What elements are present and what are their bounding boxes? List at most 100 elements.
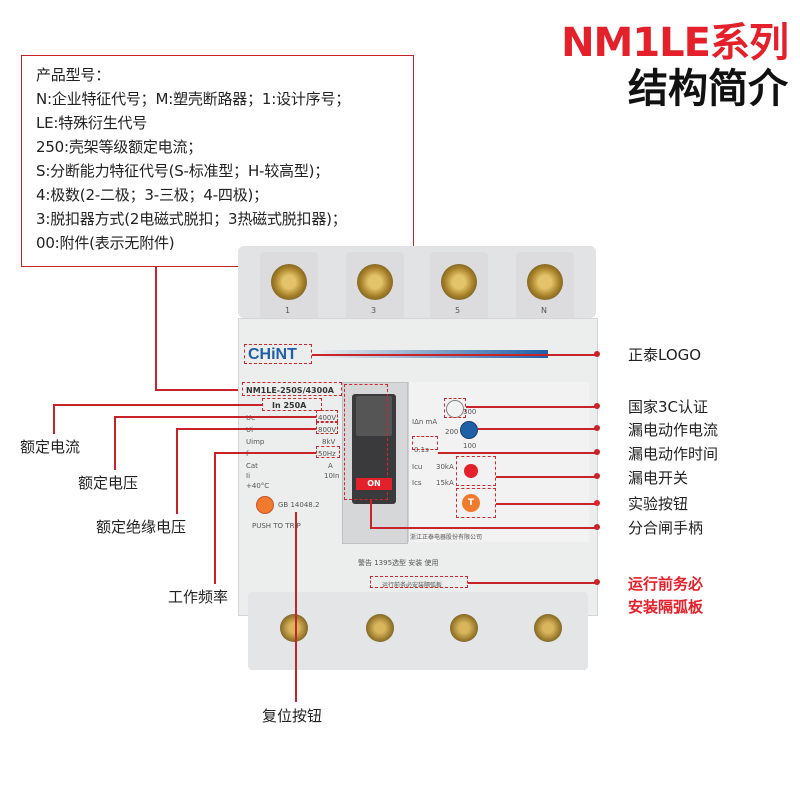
spec-value: 8kV bbox=[322, 438, 336, 446]
rating-highlight bbox=[262, 398, 322, 411]
terminal-screw-icon bbox=[280, 614, 308, 642]
terminal-label: N bbox=[541, 306, 547, 315]
model-connector-line bbox=[155, 266, 157, 390]
arc-barrier-note: 运行前务必安装隔弧板 bbox=[382, 582, 443, 589]
terminal-screw-icon bbox=[366, 614, 394, 642]
callout-line bbox=[496, 476, 596, 478]
callout-line bbox=[214, 452, 216, 584]
spec-label: Cat bbox=[246, 462, 258, 470]
callout-dot bbox=[594, 473, 600, 479]
on-indicator: ON bbox=[356, 478, 392, 490]
icu-label: Icu bbox=[412, 463, 423, 471]
callout-frequency: 工作频率 bbox=[168, 588, 229, 606]
leakage-panel bbox=[408, 382, 589, 542]
model-info-line: 产品型号： bbox=[36, 66, 111, 84]
frequency-highlight bbox=[316, 446, 340, 458]
callout-line bbox=[295, 512, 297, 702]
terminal-screw-icon bbox=[441, 264, 477, 300]
callout-leak-time: 漏电动作时间 bbox=[628, 445, 719, 463]
leak-current-label: IΔn mA bbox=[412, 418, 438, 426]
leak-time-highlight bbox=[412, 436, 438, 450]
callout-insulation-voltage: 额定绝缘电压 bbox=[96, 518, 187, 536]
logo-highlight bbox=[244, 344, 312, 364]
callout-dot bbox=[594, 351, 600, 357]
callout-dot bbox=[594, 524, 600, 530]
spec-value: 50Hz bbox=[318, 450, 336, 458]
spec-label: f bbox=[246, 450, 249, 458]
model-info-line: S:分断能力特征代号(S-标准型；H-较高型)； bbox=[36, 162, 330, 180]
callout-dot bbox=[594, 403, 600, 409]
callout-line bbox=[496, 503, 596, 505]
callout-line bbox=[176, 428, 316, 430]
model-info-line: 4:极数(2-二极；3-三极；4-四极)； bbox=[36, 186, 268, 204]
warning-note: 警告 1395选型 安装 使用 bbox=[358, 559, 439, 567]
callout-rated-current: 额定电流 bbox=[20, 438, 81, 456]
leak-value: 200 bbox=[445, 428, 459, 436]
callout-logo: 正泰LOGO bbox=[628, 346, 702, 364]
model-connector-line bbox=[155, 389, 243, 391]
spec-value: 400V bbox=[318, 414, 337, 422]
callout-3c: 国家3C认证 bbox=[628, 398, 709, 416]
callout-handle: 分合闸手柄 bbox=[628, 519, 704, 537]
terminal-screw-icon bbox=[450, 614, 478, 642]
circuit-breaker: 1 3 5 N CHiNT NM1LE-250S/4300A In 250A U… bbox=[238, 246, 598, 670]
model-highlight bbox=[242, 382, 342, 396]
spec-label: Ui bbox=[246, 426, 254, 434]
chint-logo: CHiNT bbox=[248, 346, 297, 363]
spec-label: +40°C bbox=[246, 482, 270, 490]
spec-label: Ue bbox=[246, 414, 256, 422]
callout-line bbox=[114, 416, 116, 470]
leak-switch-highlight bbox=[456, 456, 496, 486]
handle-highlight bbox=[344, 384, 388, 500]
callout-line bbox=[214, 452, 316, 454]
leak-current-dial[interactable] bbox=[460, 421, 478, 439]
callout-dot bbox=[594, 500, 600, 506]
callout-reset-button: 复位按钮 bbox=[262, 707, 323, 725]
spec-value: A bbox=[328, 462, 333, 470]
callout-test-button: 实验按钮 bbox=[628, 495, 689, 513]
model-info-line: LE:特殊衍生代号 bbox=[36, 114, 148, 132]
callout-line bbox=[53, 404, 263, 406]
model-text: NM1LE-250S/4300A bbox=[246, 386, 334, 395]
callout-line bbox=[478, 428, 596, 430]
spec-label: Ii bbox=[246, 472, 251, 480]
handle-grip bbox=[356, 396, 392, 436]
callout-line bbox=[438, 452, 596, 454]
reset-button[interactable] bbox=[256, 496, 274, 514]
callout-rated-voltage: 额定电压 bbox=[78, 474, 139, 492]
manufacturer-text: 浙江正泰电器股份有限公司 bbox=[410, 534, 483, 541]
callout-warning-2: 安装隔弧板 bbox=[628, 598, 704, 616]
icu-value: 30kA bbox=[436, 463, 454, 471]
callout-leak-current: 漏电动作电流 bbox=[628, 421, 719, 439]
model-info-box: 产品型号： N:企业特征代号；M:塑壳断路器；1:设计序号； LE:特殊衍生代号… bbox=[21, 55, 414, 267]
spec-label: Uimp bbox=[246, 438, 265, 446]
standard-text: GB 14048.2 bbox=[278, 501, 320, 509]
test-button-highlight bbox=[456, 488, 496, 518]
model-info-line: 00:附件(表示无附件) bbox=[36, 234, 175, 252]
leak-time-text: 0.1s bbox=[414, 446, 429, 454]
spec-value: 10In bbox=[324, 472, 340, 480]
arc-barrier-highlight bbox=[370, 576, 468, 588]
structure-subtitle: 结构简介 bbox=[628, 66, 788, 112]
model-info-line: N:企业特征代号；M:塑壳断路器；1:设计序号； bbox=[36, 90, 351, 108]
rating-text: In 250A bbox=[272, 401, 307, 410]
test-button[interactable]: T bbox=[462, 494, 480, 512]
callout-dot bbox=[594, 425, 600, 431]
terminal-screw-icon bbox=[357, 264, 393, 300]
callout-line bbox=[176, 428, 178, 514]
leak-switch[interactable] bbox=[464, 464, 478, 478]
series-title: NM1LE系列 bbox=[561, 20, 789, 66]
terminal-label: 1 bbox=[285, 306, 291, 315]
terminal-screw-icon bbox=[271, 264, 307, 300]
leak-value: 100 bbox=[463, 442, 477, 450]
ccc-highlight bbox=[444, 398, 466, 418]
callout-line bbox=[466, 406, 596, 408]
callout-dot bbox=[594, 449, 600, 455]
callout-line bbox=[468, 582, 596, 584]
callout-line bbox=[370, 527, 596, 529]
terminal-screw-icon bbox=[527, 264, 563, 300]
model-info-line: 250:壳架等级额定电流； bbox=[36, 138, 203, 156]
callout-line bbox=[114, 416, 316, 418]
insulation-highlight bbox=[316, 422, 338, 434]
callout-leak-switch: 漏电开关 bbox=[628, 469, 689, 487]
